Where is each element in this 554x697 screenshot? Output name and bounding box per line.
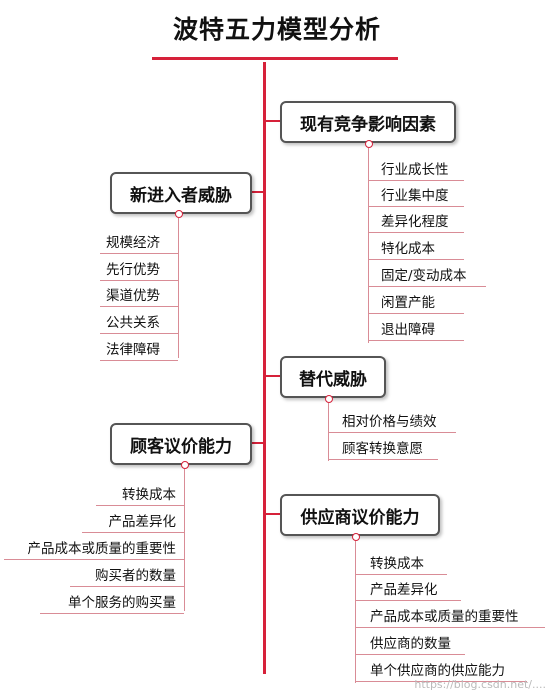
leaf-rivalry-6: 闲置产能	[381, 295, 435, 311]
branch-suppliers	[266, 513, 280, 515]
collapse-knob-buyers[interactable]	[181, 461, 189, 469]
leaf-suppliers-3: 产品成本或质量的重要性	[370, 609, 519, 625]
node-buyers-label: 顾客议价能力	[130, 436, 232, 457]
node-new-entrants-label: 新进入者威胁	[130, 185, 232, 206]
leaf-buyers-4: 购买者的数量	[95, 568, 176, 584]
underline	[355, 681, 527, 682]
leaf-rivalry-5: 固定/变动成本	[381, 268, 467, 284]
node-substitutes-label: 替代威胁	[299, 369, 367, 390]
central-trunk	[263, 62, 266, 674]
underline	[368, 206, 464, 207]
underline	[368, 232, 464, 233]
node-rivalry: 现有竞争影响因素	[280, 101, 456, 143]
watermark: https://blog.csdn.net/....	[414, 678, 546, 691]
leaf-new-entrants-5: 法律障碍	[106, 342, 160, 358]
branch-rivalry	[266, 120, 280, 122]
branch-substitutes	[266, 375, 280, 377]
underline	[368, 286, 486, 287]
underline	[368, 180, 464, 181]
leaf-rivalry-7: 退出障碍	[381, 322, 435, 338]
underline	[40, 613, 184, 614]
leaf-new-entrants-2: 先行优势	[106, 262, 160, 278]
bracket-rivalry	[368, 148, 369, 343]
underline	[4, 559, 184, 560]
title-underline	[152, 57, 398, 60]
underline	[355, 627, 545, 628]
underline	[368, 340, 464, 341]
leaf-rivalry-4: 特化成本	[381, 241, 435, 257]
leaf-rivalry-2: 行业集中度	[381, 188, 449, 204]
branch-buyers	[248, 442, 263, 444]
leaf-rivalry-1: 行业成长性	[381, 162, 449, 178]
underline	[328, 432, 456, 433]
bracket-suppliers	[355, 541, 356, 683]
underline	[368, 313, 464, 314]
leaf-buyers-3: 产品成本或质量的重要性	[27, 541, 177, 557]
leaf-buyers-2: 产品差异化	[108, 514, 177, 530]
underline	[100, 253, 178, 254]
leaf-new-entrants-3: 渠道优势	[106, 288, 160, 304]
underline	[100, 360, 178, 361]
underline	[100, 306, 178, 307]
leaf-new-entrants-1: 规模经济	[106, 235, 160, 251]
leaf-substitutes-1: 相对价格与绩效	[342, 414, 437, 430]
underline	[96, 505, 184, 506]
leaf-buyers-5: 单个服务的购买量	[68, 595, 176, 611]
node-new-entrants: 新进入者威胁	[110, 172, 252, 214]
node-buyers: 顾客议价能力	[110, 423, 252, 465]
leaf-rivalry-3: 差异化程度	[381, 214, 449, 230]
bracket-buyers	[184, 469, 185, 611]
node-substitutes: 替代威胁	[280, 356, 386, 398]
collapse-knob-rivalry[interactable]	[365, 140, 373, 148]
collapse-knob-new-entrants[interactable]	[175, 210, 183, 218]
underline	[82, 532, 184, 533]
underline	[100, 333, 178, 334]
underline	[328, 459, 438, 460]
page-title: 波特五力模型分析	[172, 15, 381, 44]
node-suppliers-label: 供应商议价能力	[300, 507, 420, 528]
underline	[100, 280, 178, 281]
underline	[368, 259, 464, 260]
collapse-knob-substitutes[interactable]	[325, 395, 333, 403]
node-suppliers: 供应商议价能力	[280, 494, 440, 536]
bracket-new-entrants	[178, 218, 179, 358]
branch-new-entrants	[248, 191, 263, 193]
leaf-buyers-1: 转换成本	[122, 487, 176, 503]
leaf-suppliers-4: 供应商的数量	[370, 636, 451, 652]
leaf-suppliers-2: 产品差异化	[370, 582, 438, 598]
underline	[70, 586, 184, 587]
underline	[355, 654, 465, 655]
underline	[355, 600, 461, 601]
collapse-knob-suppliers[interactable]	[352, 533, 360, 541]
node-rivalry-label: 现有竞争影响因素	[300, 114, 436, 135]
leaf-suppliers-5: 单个供应商的供应能力	[370, 663, 505, 679]
leaf-new-entrants-4: 公共关系	[106, 315, 160, 331]
underline	[355, 574, 447, 575]
leaf-substitutes-2: 顾客转换意愿	[342, 441, 423, 457]
leaf-suppliers-1: 转换成本	[370, 556, 424, 572]
